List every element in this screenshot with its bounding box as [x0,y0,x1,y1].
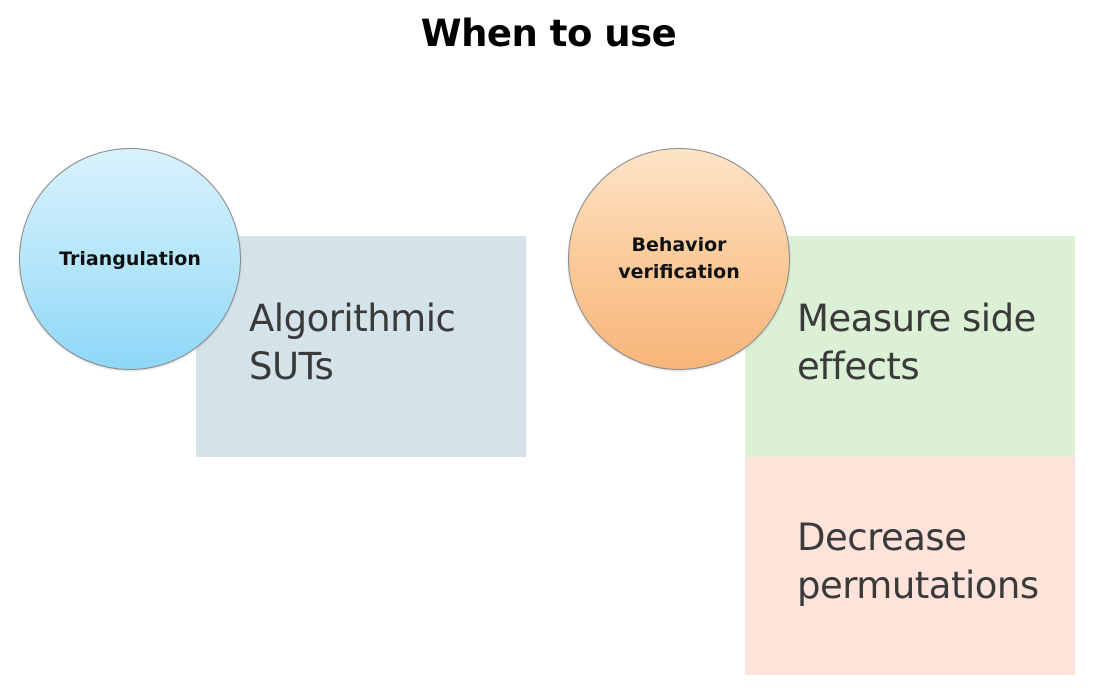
decrease-permutations-box [745,457,1075,675]
algorithmic-suts-line-1: Algorithmic [249,297,456,340]
behavior-verification-circle: Behavior verification [568,148,790,370]
algorithmic-suts-text: Algorithmic SUTs [249,295,456,391]
measure-side-effects-box [745,236,1075,457]
algorithmic-suts-box [196,236,526,457]
decrease-permutations-line-2: permutations [797,564,1039,607]
decrease-permutations-line-1: Decrease [797,516,967,559]
behavior-verification-line-2: verification [618,261,740,283]
behavior-verification-line-1: Behavior [631,234,727,256]
decrease-permutations-text: Decrease permutations [797,514,1039,610]
behavior-verification-label: Behavior verification [618,232,740,286]
algorithmic-suts-line-2: SUTs [249,345,334,388]
measure-side-effects-line-1: Measure side [797,297,1036,340]
triangulation-label: Triangulation [59,247,201,270]
slide-title: When to use [420,12,677,55]
measure-side-effects-text: Measure side effects [797,295,1036,391]
triangulation-circle: Triangulation [19,148,241,370]
measure-side-effects-line-2: effects [797,345,920,388]
